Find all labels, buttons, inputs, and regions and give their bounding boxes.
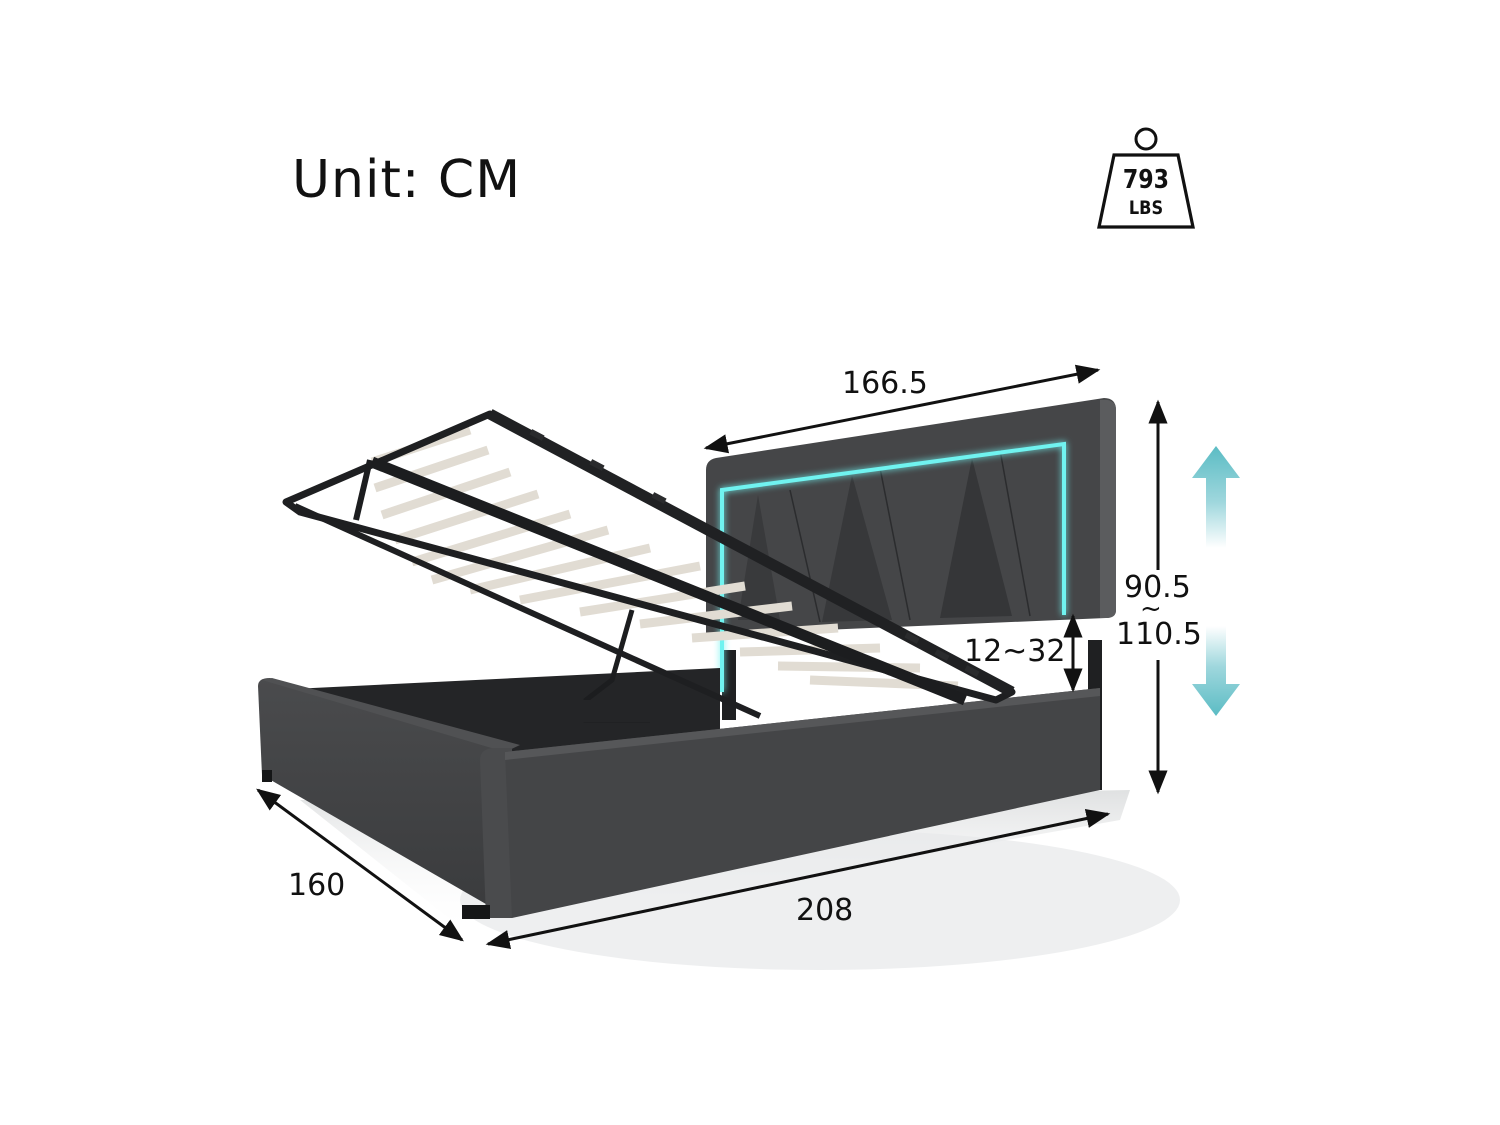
height-min-label: 90.5 xyxy=(1124,570,1191,605)
height-range-separator: ~ xyxy=(1140,594,1162,624)
arrow-up-icon xyxy=(1192,446,1240,548)
headboard-leg-left xyxy=(722,650,736,720)
bed-foot xyxy=(262,770,272,782)
unit-label: Unit: CM xyxy=(292,150,522,210)
arrow-down-icon xyxy=(1192,626,1240,716)
headboard-width-label: 166.5 xyxy=(842,366,928,401)
bed-foot xyxy=(462,905,490,919)
weight-unit: LBS xyxy=(1128,197,1164,219)
weight-capacity-badge: 793 LBS xyxy=(1096,127,1196,231)
width-label: 160 xyxy=(288,868,346,903)
headboard-width-arrow xyxy=(703,364,1101,454)
lifted-slat-frame xyxy=(282,409,1016,723)
width-arrow xyxy=(256,788,464,942)
length-arrow xyxy=(485,809,1111,949)
length-label: 208 xyxy=(796,893,854,928)
headboard-adjust-label: 12~32 xyxy=(964,634,1066,669)
height-adjust-indicator xyxy=(1192,446,1240,716)
weight-value: 793 xyxy=(1122,165,1170,195)
height-max-label: 110.5 xyxy=(1116,617,1202,652)
weight-icon xyxy=(1097,127,1195,229)
dimension-lines xyxy=(256,364,1168,949)
